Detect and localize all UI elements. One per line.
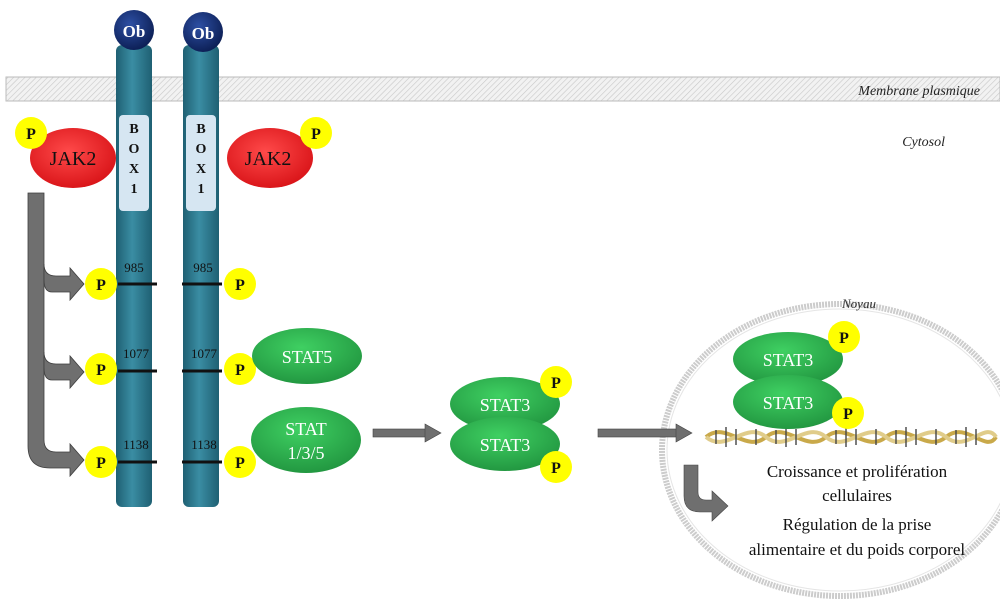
residue-1077-left: 1077: [123, 346, 150, 361]
phospho-stat3-top: [540, 366, 572, 398]
phospho-nuclear-stat3-bottom: [832, 397, 864, 429]
phospho-jak2-left: [15, 117, 47, 149]
box-letter: 1: [198, 182, 205, 197]
phospho-label: P: [843, 406, 853, 423]
effect-line-4: alimentaire et du poids corporel: [749, 540, 965, 559]
receptor-phospho-sites: P P P P P P: [85, 268, 256, 478]
ob-ligand-right: [183, 12, 223, 52]
phospho-stat3-bottom: [540, 451, 572, 483]
nuclear-stat3-bottom: [733, 375, 843, 429]
residue-sites: 985 985 1077 1077 1138 1138: [118, 260, 222, 464]
residue-1077-right: 1077: [191, 346, 218, 361]
phospho-label: P: [839, 330, 849, 347]
residue-1138-left: 1138: [123, 437, 149, 452]
gene-expression-arrow: [683, 464, 729, 522]
phospho-label: P: [96, 455, 106, 472]
jak2-left: [30, 128, 116, 188]
phospho-label: P: [26, 126, 36, 143]
stat3-dimer-bottom: [450, 417, 560, 471]
stat3-label: STAT3: [763, 393, 814, 413]
box-letter: B: [129, 122, 138, 137]
dna-helix: [704, 427, 998, 447]
box1-region-right: [186, 115, 216, 211]
plasma-membrane: [5, 76, 1000, 102]
nuclear-stat3-top: [733, 332, 843, 386]
stat135-label-line2: 1/3/5: [287, 443, 324, 463]
phospho-nuclear-stat3-top: [828, 321, 860, 353]
stat135-label-line1: STAT: [285, 419, 327, 439]
arrow-to-nucleus: [597, 423, 693, 443]
box-letter: O: [196, 142, 207, 157]
box-letter: B: [196, 122, 205, 137]
ob-label-left: Ob: [123, 22, 146, 41]
residue-985-left: 985: [124, 260, 144, 275]
ob-label-right: Ob: [192, 24, 215, 43]
jak2-phosphorylation-arrows: [27, 192, 85, 478]
box-letter: X: [196, 162, 206, 177]
effect-line-2: cellulaires: [822, 486, 892, 505]
phospho-label: P: [96, 277, 106, 294]
box-letter: 1: [131, 182, 138, 197]
box-letter: X: [129, 162, 139, 177]
phospho-label: P: [551, 375, 561, 392]
leptin-receptor-left: Ob B O X 1: [114, 10, 154, 507]
residue-985-right: 985: [193, 260, 213, 275]
phospho-label: P: [235, 455, 245, 472]
stat5: [252, 328, 362, 384]
membrane-label: Membrane plasmique: [857, 84, 980, 99]
stat3-dimer-top: [450, 377, 560, 431]
phospho-label: P: [311, 126, 321, 143]
residue-1138-right: 1138: [191, 437, 217, 452]
box1-region-left: [119, 115, 149, 211]
phospho-label: P: [551, 460, 561, 477]
phospho-jak2-right: [300, 117, 332, 149]
phospho-label: P: [235, 277, 245, 294]
stat3-label: STAT3: [763, 350, 814, 370]
cytosol-label: Cytosol: [902, 135, 945, 150]
ob-ligand-left: [114, 10, 154, 50]
phospho-label: P: [235, 362, 245, 379]
jak2-right: [227, 128, 313, 188]
leptin-receptor-right: Ob B O X 1: [183, 12, 223, 507]
jak2-label-right: JAK2: [245, 148, 292, 170]
stat3-label: STAT3: [480, 435, 531, 455]
nucleus-inner: [666, 308, 1000, 592]
effect-line-1: Croissance et prolifération: [767, 462, 948, 481]
arrow-to-dimer: [372, 423, 442, 443]
box-letter: O: [129, 142, 140, 157]
stat3-label: STAT3: [480, 395, 531, 415]
stat135: [251, 407, 361, 473]
phospho-label: P: [96, 362, 106, 379]
stat5-label: STAT5: [282, 347, 333, 367]
nucleus-label: Noyau: [841, 296, 876, 311]
jak2-label-left: JAK2: [50, 148, 97, 170]
effect-line-3: Régulation de la prise: [783, 515, 932, 534]
